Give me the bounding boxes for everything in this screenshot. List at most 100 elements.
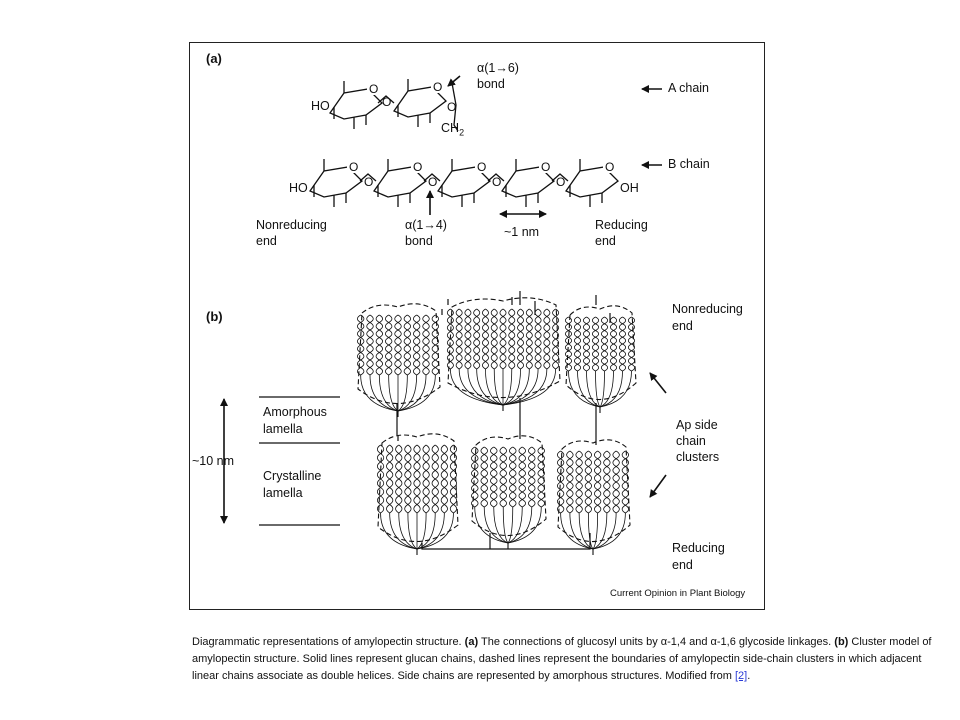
- branch-line: [398, 512, 418, 550]
- nonreducing-b-line2: end: [672, 319, 693, 333]
- bridge-o-2: O: [428, 175, 437, 189]
- helix-strand: [593, 450, 599, 514]
- reference-link[interactable]: [2]: [734, 670, 748, 682]
- chain-tips-extra: [441, 301, 611, 323]
- glucose-ring-group: [309, 79, 619, 207]
- nonreducing-a-line1: Nonreducing: [256, 218, 327, 232]
- glucose-ring-a1: [329, 81, 383, 129]
- ring-oxygen-backdrop: [347, 161, 358, 173]
- branch-line: [416, 512, 454, 550]
- caption-bold-b: (b): [834, 636, 849, 648]
- branch-line: [474, 506, 509, 544]
- bridge-o-3: O: [492, 175, 501, 189]
- panel-a-arrows: [426, 75, 662, 218]
- bridge-4: [551, 173, 569, 182]
- side-chain-cluster-bottom-left: [376, 433, 459, 555]
- chain-connector-1: [396, 403, 399, 441]
- branch-line: [578, 512, 594, 550]
- chain-base-1: [421, 533, 591, 550]
- side-chain-cluster-top-left: [357, 303, 441, 417]
- helix-strand: [440, 444, 446, 514]
- helix-strand: [422, 314, 427, 376]
- bridge-3: [487, 173, 505, 182]
- alpha-1-4-bridge-top: [377, 95, 395, 104]
- b-chain-label: B chain: [668, 157, 710, 171]
- branch-line: [595, 370, 601, 408]
- helix-strand: [499, 446, 505, 508]
- helix-strand: [366, 314, 371, 376]
- branch-line: [493, 368, 504, 406]
- helix-strand: [386, 444, 391, 514]
- branch-line: [397, 374, 408, 412]
- branch-line: [502, 368, 521, 406]
- helix-strand: [534, 308, 539, 370]
- glucose-ring-b2: [373, 159, 427, 207]
- bridge-oxygens: O O O O O O: [364, 95, 565, 189]
- bond14-alpha-label: α(1→4): [405, 218, 447, 232]
- helix-strand: [600, 316, 606, 372]
- helix-strand: [449, 444, 455, 514]
- panel-b-label: (b): [206, 309, 223, 324]
- bridge-o-4: O: [556, 175, 565, 189]
- cluster-boundary: [447, 297, 561, 399]
- helix-strand: [376, 444, 382, 514]
- helix-strand: [508, 308, 513, 370]
- ring-substituents: [377, 159, 411, 207]
- helix-strand: [499, 308, 504, 370]
- helix-strand: [394, 314, 399, 376]
- ring-oxygen-backdrop: [603, 161, 614, 173]
- ring-oxygen-backdrop: [431, 81, 442, 93]
- helix-strand: [566, 450, 571, 514]
- branch-line: [369, 374, 399, 412]
- alpha-1-6-link: [451, 82, 459, 132]
- helix-strand: [584, 450, 590, 514]
- helix-strand: [618, 316, 624, 372]
- bond16-word-label: bond: [477, 77, 505, 91]
- branch-line: [599, 370, 614, 408]
- oh-end-label: OH: [620, 181, 639, 195]
- branch-line: [569, 512, 594, 550]
- ring-oxygen: O: [477, 160, 486, 174]
- branch-line: [483, 506, 509, 544]
- side-chain-cluster-top-middle: [446, 297, 561, 411]
- ring-oxygen: O: [541, 160, 550, 174]
- branch-line: [599, 370, 632, 408]
- helix-strand: [537, 446, 543, 508]
- crystalline-line1: Crystalline: [263, 469, 322, 483]
- helix-strand: [422, 444, 427, 514]
- helix-strand: [575, 450, 580, 514]
- helix-strand: [543, 308, 548, 370]
- figure-caption: Diagrammatic representations of amylopec…: [192, 634, 932, 685]
- a-chain-label: A chain: [668, 81, 710, 95]
- ap-arrow-down: [649, 474, 667, 498]
- helix-strand: [609, 316, 615, 372]
- branch-line: [493, 506, 509, 544]
- helix-strand: [464, 308, 469, 370]
- helix-strand: [455, 308, 460, 370]
- helix-strand: [603, 450, 608, 514]
- ring-substituents: [397, 79, 431, 127]
- ring-oxygen-backdrop: [367, 83, 378, 95]
- ring-substituents: [441, 159, 475, 207]
- amorphous-line2: lamella: [263, 422, 303, 436]
- helix-strand: [509, 446, 514, 508]
- side-chain-cluster-bottom-middle: [471, 435, 547, 549]
- cluster-boundary: [471, 435, 547, 537]
- thickness-label: ~10 nm: [192, 454, 235, 468]
- helix-strand: [357, 314, 362, 376]
- branch-line: [476, 368, 504, 406]
- helix-strand: [473, 308, 478, 370]
- distance-label: ~1 nm: [504, 225, 540, 239]
- helix-strand: [482, 308, 487, 370]
- helix-strand: [395, 444, 400, 514]
- journal-credit: Current Opinion in Plant Biology: [610, 588, 746, 599]
- branch-line: [586, 370, 601, 408]
- helix-strand: [564, 316, 570, 372]
- branch-line: [502, 368, 513, 406]
- caption-text-3: Cluster model of amylopectin structure. …: [192, 636, 932, 682]
- bond14-word-label: bond: [405, 234, 433, 248]
- ring-oxygen-backdrop: [539, 161, 550, 173]
- branch-line: [587, 512, 594, 550]
